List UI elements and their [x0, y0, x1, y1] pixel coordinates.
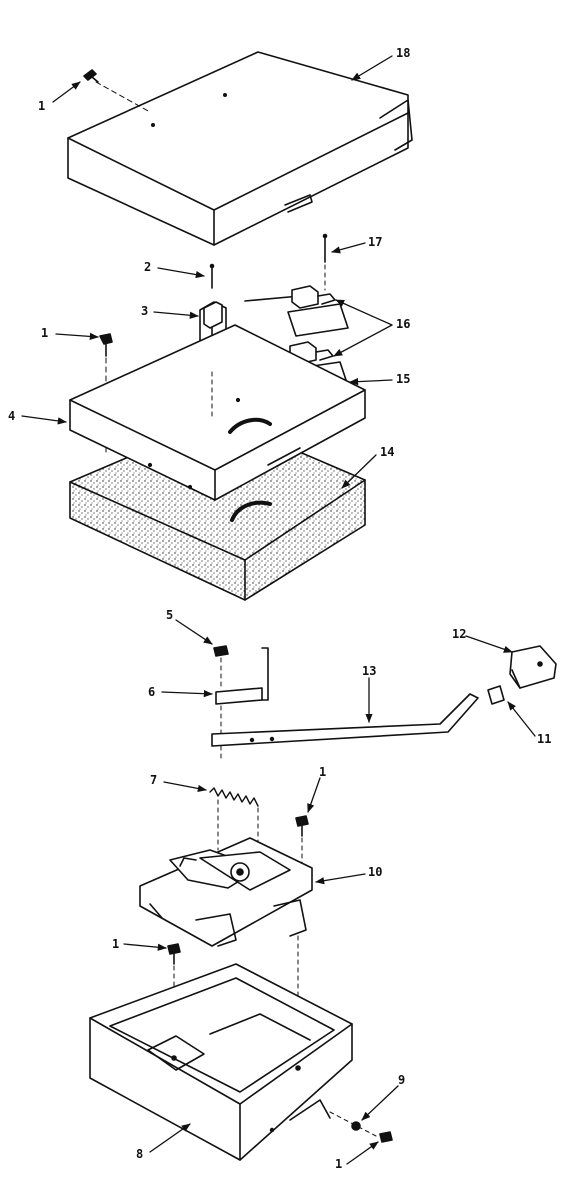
callout-5-screw: 5	[166, 608, 174, 622]
callout-3-bracket: 3	[141, 304, 149, 318]
screw-5	[213, 645, 229, 657]
screw-1-top	[83, 69, 99, 83]
screw-1-base	[167, 943, 181, 965]
washer-9	[351, 1121, 361, 1131]
callout-1-switch-screw: 1	[319, 765, 327, 779]
screw-1-switch	[295, 815, 309, 837]
knob-12	[509, 645, 557, 689]
callout-4-plate: 4	[8, 409, 16, 423]
callout-7-spring: 7	[150, 773, 158, 787]
plate-4	[69, 324, 366, 522]
base-pan-8	[89, 963, 353, 1161]
callout-11-sleeve: 11	[537, 732, 552, 746]
callout-13-lever: 13	[362, 664, 377, 678]
screw-1-middle	[99, 333, 113, 357]
switch-assembly-10	[139, 837, 313, 947]
callout-15-insulator: 15	[396, 372, 411, 386]
callout-1-top-screw: 1	[38, 99, 46, 113]
pin-2	[209, 263, 215, 289]
lever-13	[211, 693, 479, 747]
callout-14-pad: 14	[380, 445, 395, 459]
insulator-15-upper	[287, 303, 349, 337]
callout-18-top-cover: 18	[396, 46, 411, 60]
callout-6-bracket: 6	[148, 685, 156, 699]
callout-9-washer: 9	[398, 1073, 406, 1087]
callout-8-base-pan: 8	[136, 1147, 144, 1161]
leader-lines	[21, 55, 536, 1165]
callout-10-switch: 10	[368, 865, 383, 879]
bracket-6	[215, 647, 269, 705]
callout-16-clips: 16	[396, 317, 411, 331]
screw-1-bottom	[379, 1131, 393, 1143]
callout-1-middle-screw: 1	[41, 326, 49, 340]
clip-16-upper	[244, 285, 336, 309]
pin-17	[322, 233, 328, 263]
callout-1-bottom-screw: 1	[335, 1157, 343, 1171]
callout-17-pin: 17	[368, 235, 383, 249]
callout-2-pin: 2	[144, 260, 152, 274]
spring-7	[209, 787, 259, 807]
top-cover	[67, 51, 413, 246]
callout-12-knob: 12	[452, 627, 467, 641]
sleeve-11	[487, 685, 505, 705]
callout-1-base-screw: 1	[112, 937, 120, 951]
